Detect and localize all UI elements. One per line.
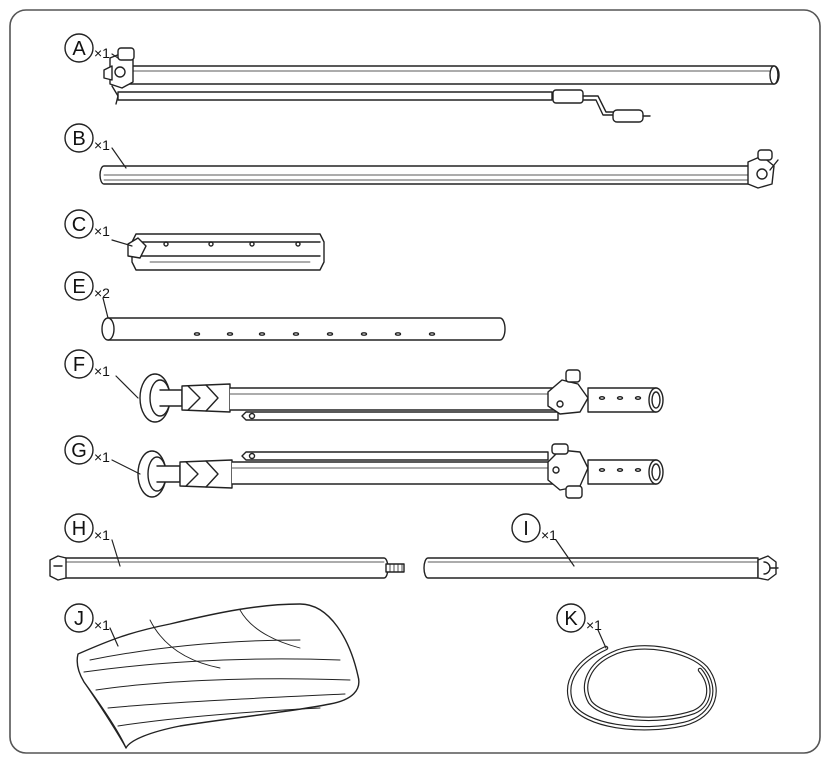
label-c: C ×1 <box>64 209 110 239</box>
label-c-circle <box>64 209 94 239</box>
label-f-qty: ×1 <box>94 363 110 379</box>
part-f-leg <box>139 369 664 423</box>
part-c-rail <box>127 233 325 271</box>
label-e-letter: E <box>72 276 85 298</box>
label-g: G ×1 <box>64 435 110 465</box>
label-k-letter: K <box>564 608 578 630</box>
label-h: H ×1 <box>64 513 110 543</box>
label-f-letter: F <box>73 354 85 376</box>
label-i-qty: ×1 <box>541 527 557 543</box>
leader-lines <box>102 53 607 649</box>
part-h-pole <box>49 555 405 581</box>
label-j-qty: ×1 <box>94 617 110 633</box>
label-i: I ×1 <box>511 513 557 543</box>
label-k: K ×1 <box>556 603 602 633</box>
label-e-qty: ×2 <box>94 285 110 301</box>
label-f: F ×1 <box>64 349 110 379</box>
label-a-letter: A <box>72 38 86 60</box>
label-e: E ×2 <box>64 271 110 301</box>
label-g-letter: G <box>71 440 87 462</box>
label-k-qty: ×1 <box>586 617 602 633</box>
label-k-circle <box>556 603 586 633</box>
label-c-qty: ×1 <box>94 223 110 239</box>
label-g-qty: ×1 <box>94 449 110 465</box>
label-j-circle <box>64 603 94 633</box>
part-b-bar <box>99 149 779 189</box>
label-b-letter: B <box>72 128 85 150</box>
label-h-letter: H <box>72 518 86 540</box>
label-i-circle <box>511 513 541 543</box>
label-g-circle <box>64 435 94 465</box>
label-a: A ×1 <box>64 33 110 63</box>
part-i-pole <box>423 555 779 581</box>
label-a-qty: ×1 <box>94 45 110 61</box>
part-g-leg <box>137 443 664 499</box>
part-k-cord <box>566 645 717 731</box>
label-b-qty: ×1 <box>94 137 110 153</box>
label-j: J ×1 <box>64 603 110 633</box>
label-b: B ×1 <box>64 123 110 153</box>
part-a-roller-bar <box>103 47 780 123</box>
label-e-circle <box>64 271 94 301</box>
label-h-circle <box>64 513 94 543</box>
label-j-letter: J <box>74 608 84 630</box>
label-h-qty: ×1 <box>94 527 110 543</box>
label-c-letter: C <box>72 214 86 236</box>
part-j-cover <box>76 603 360 749</box>
label-i-letter: I <box>523 518 529 540</box>
label-b-circle <box>64 123 94 153</box>
part-e-tube <box>101 317 506 341</box>
label-f-circle <box>64 349 94 379</box>
label-a-circle <box>64 33 94 63</box>
